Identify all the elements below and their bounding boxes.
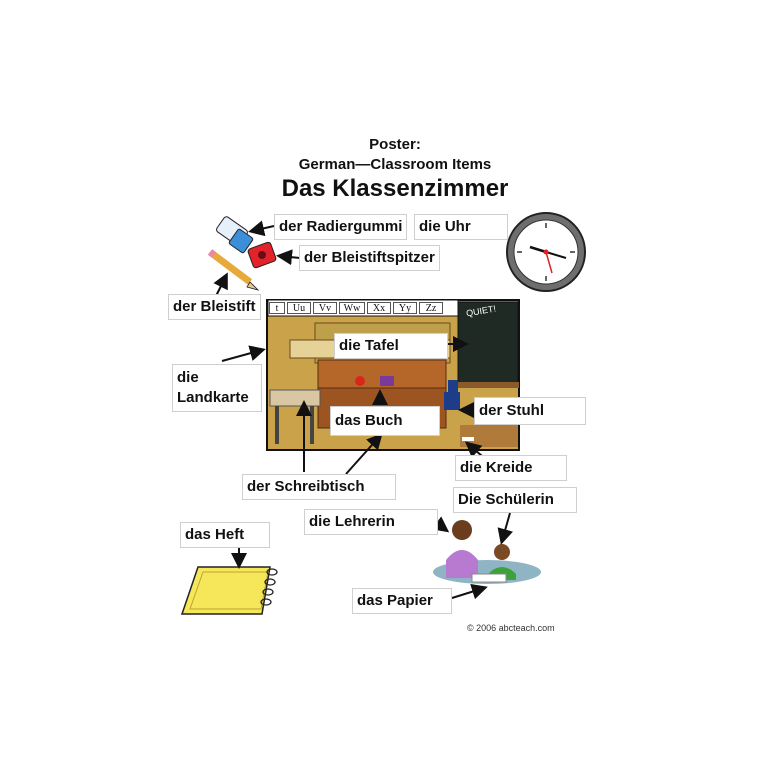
label-lehrerin: die Lehrerin [304, 509, 438, 535]
poster-label: Poster: [369, 136, 421, 153]
label-stuhl: der Stuhl [474, 397, 586, 425]
pointer-arrows [213, 220, 513, 600]
label-tafel: die Tafel [334, 333, 448, 359]
alphabet-letter: Yy [393, 302, 417, 314]
alphabet-letter: Xx [367, 302, 391, 314]
notebook-illustration [180, 566, 278, 615]
label-kreide: die Kreide [455, 455, 567, 481]
alphabet-letter: Zz [419, 302, 443, 314]
label-buch: das Buch [330, 406, 440, 436]
alphabet-letter: Uu [287, 302, 311, 314]
label-landkarte: die Landkarte [172, 364, 262, 412]
alphabet-strip: t Uu Vv Ww Xx Yy Zz [269, 302, 457, 314]
label-uhr: die Uhr [414, 214, 508, 240]
label-schreibtisch: der Schreibtisch [242, 474, 396, 500]
label-bleistift: der Bleistift [168, 294, 261, 320]
teacher-student-illustration [433, 520, 541, 584]
label-papier: das Papier [352, 588, 452, 614]
alphabet-letter: Ww [339, 302, 365, 314]
pencil-illustration [207, 249, 260, 291]
copyright-notice: © 2006 abcteach.com [467, 623, 555, 633]
alphabet-letter: t [269, 302, 285, 314]
alphabet-letter: Vv [313, 302, 337, 314]
eraser-illustration [216, 216, 254, 254]
sharpener-illustration [247, 241, 277, 269]
label-schuelerin: Die Schülerin [453, 487, 577, 513]
label-heft: das Heft [180, 522, 270, 548]
clock-illustration [506, 212, 586, 292]
label-radiergummi: der Radiergummi [274, 214, 408, 240]
poster-subtitle: German—Classroom Items [298, 156, 492, 173]
page-title: Das Klassenzimmer [281, 175, 509, 202]
label-bleistiftspitzer: der Bleistiftspitzer [299, 245, 440, 271]
